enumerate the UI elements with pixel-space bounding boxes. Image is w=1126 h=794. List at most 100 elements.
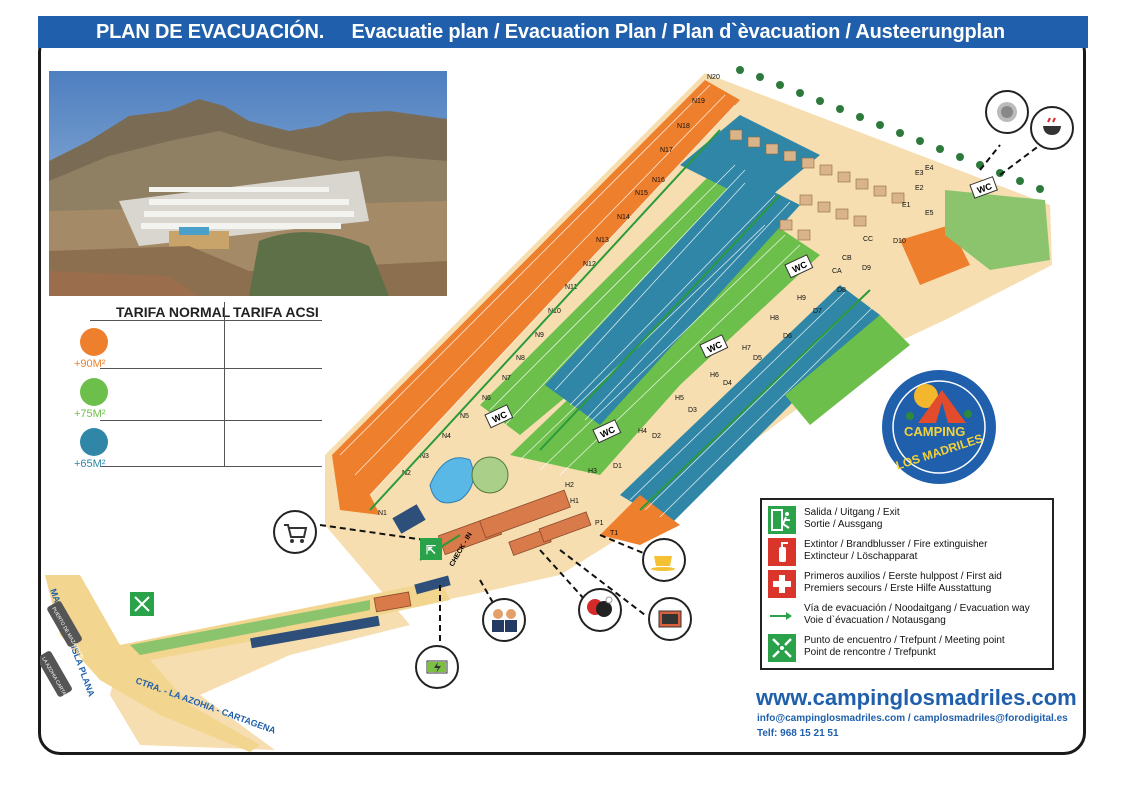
section-label: H2 [565, 482, 574, 489]
exit-icon [768, 506, 796, 534]
section-label: N7 [502, 375, 511, 382]
size-75-dot [80, 378, 108, 406]
section-label: D7 [813, 308, 822, 315]
parcel-grid [339, 84, 873, 518]
phone-number: Telf: 968 15 21 51 [757, 728, 839, 739]
legend-evacuation-line1: Vía de evacuación / Noodaitgang / Evacua… [804, 603, 1030, 614]
section-label: N16 [652, 177, 665, 184]
meeting-point-icon-cross [134, 596, 150, 612]
laundry-icon [985, 90, 1029, 134]
section-label: T1 [610, 530, 618, 537]
tariff-divider-top [90, 320, 322, 321]
section-label: N4 [442, 433, 451, 440]
campsite-map: WC WC WC WC WC N1 N2 N3 N4 N5 N6 N7 N8 N… [37, 55, 1090, 755]
size-90-label: +90M² [74, 358, 106, 370]
legend-row-evacuation: Vía de evacuación / Noodaitgang / Evacua… [768, 602, 1048, 632]
section-label: H6 [710, 372, 719, 379]
section-label: CB [842, 255, 852, 262]
section-label: E3 [915, 170, 924, 177]
legend-exit-line1: Salida / Uitgang / Exit [804, 507, 900, 518]
section-label: N6 [482, 395, 491, 402]
legend-extinguisher-line2: Extincteur / Löschapparat [804, 551, 918, 562]
wc-marker-2: WC [592, 419, 622, 444]
size-90-dot [80, 328, 108, 356]
section-label: N18 [677, 123, 690, 130]
section-label: N10 [548, 308, 561, 315]
section-label: D9 [862, 265, 871, 272]
garden-circle [471, 456, 509, 494]
green-parcels-band [480, 155, 760, 435]
legend-row-meeting-point: Punto de encuentro / Trefpunt / Meeting … [768, 634, 1048, 664]
logo-camping-text: CAMPING [904, 424, 965, 439]
section-label: D5 [753, 355, 762, 362]
title-spanish: PLAN DE EVACUACIÓN. [96, 21, 325, 43]
website-link[interactable]: www.campinglosmadriles.com [756, 685, 1077, 710]
reception-icon [482, 598, 526, 642]
section-label: H8 [770, 315, 779, 322]
wc-marker-4: WC [784, 254, 814, 279]
section-label: N11 [565, 284, 577, 291]
tv-room-icon [648, 597, 692, 641]
tariff-divider-2 [100, 420, 322, 421]
section-label: N5 [460, 413, 469, 420]
section-label: N9 [535, 332, 544, 339]
section-label: H3 [588, 468, 597, 475]
aerial-photo [49, 71, 447, 296]
title-translations: Evacuatie plan / Evacuation Plan / Plan … [351, 21, 1005, 43]
section-label: E5 [925, 210, 934, 217]
east-garden [945, 190, 1050, 270]
section-label: D4 [723, 380, 732, 387]
exit-sign-icon [420, 538, 442, 560]
legend-first-aid-line1: Primeros auxilios / Eerste hulppost / Fi… [804, 571, 1002, 582]
table-tennis-icon [578, 588, 622, 632]
section-label: D6 [783, 333, 792, 340]
tariff-table: TARIFA NORMAL TARIFA ACSI +90M² +75M² +6… [60, 300, 330, 470]
road-green-verge [130, 600, 370, 655]
section-label: N15 [635, 190, 648, 197]
section-label: D1 [613, 463, 622, 470]
swimming-pool [429, 457, 474, 504]
wc-marker-5: WC [969, 176, 998, 199]
size-65-dot [80, 428, 108, 456]
legend-meeting-line1: Punto de encuentro / Trefpunt / Meeting … [804, 635, 1005, 646]
section-label: P1 [595, 520, 604, 527]
camping-logo: CAMPING LOS MADRILES [880, 368, 998, 486]
legend-exit-line2: Sortie / Aussgang [804, 519, 883, 530]
section-label: N3 [420, 453, 429, 460]
section-label: E2 [915, 185, 924, 192]
orange-parcels-band [332, 80, 740, 515]
wc-marker-3: WC [699, 334, 729, 359]
barbecue-icon [1030, 106, 1074, 150]
section-label: D8 [837, 287, 846, 294]
section-labels: N1 N2 N3 N4 N5 N6 N7 N8 N9 N10 N11 N12 N… [378, 74, 934, 537]
section-label: H1 [570, 498, 579, 505]
section-label: D10 [893, 238, 906, 245]
section-label: D3 [688, 407, 697, 414]
legend-extinguisher-line1: Extintor / Brandblusser / Fire extinguis… [804, 539, 988, 550]
legend-row-extinguisher: Extintor / Brandblusser / Fire extinguis… [768, 538, 1048, 568]
campsite-map-svg: WC WC WC WC WC N1 N2 N3 N4 N5 N6 N7 N8 N… [37, 66, 1052, 752]
svg-text:⇱: ⇱ [426, 543, 436, 557]
size-75-label: +75M² [74, 408, 106, 420]
section-label: N17 [660, 147, 673, 154]
meeting-point-icon [768, 634, 796, 662]
tree-row [736, 66, 1044, 193]
section-label: N14 [617, 214, 630, 221]
tariff-acsi-header: TARIFA ACSI [233, 304, 319, 320]
section-label: D2 [652, 433, 661, 440]
section-label: N1 [378, 510, 387, 517]
section-label: H9 [797, 295, 806, 302]
section-label: N13 [596, 237, 609, 244]
legend-row-first-aid: Primeros auxilios / Eerste hulppost / Fi… [768, 570, 1048, 600]
section-label: N19 [692, 98, 705, 105]
legend-meeting-line2: Point de rencontre / Trefpunkt [804, 647, 936, 658]
email-addresses[interactable]: info@campinglosmadriles.com / camplosmad… [757, 713, 1068, 724]
section-label: N12 [583, 261, 596, 268]
section-label: H7 [742, 345, 751, 352]
section-label: H4 [638, 428, 647, 435]
size-65-label: +65M² [74, 458, 106, 470]
blue-parcels-band-3 [680, 115, 820, 205]
legend-first-aid-line2: Premiers secours / Erste Hilfe Ausstattu… [804, 583, 992, 594]
